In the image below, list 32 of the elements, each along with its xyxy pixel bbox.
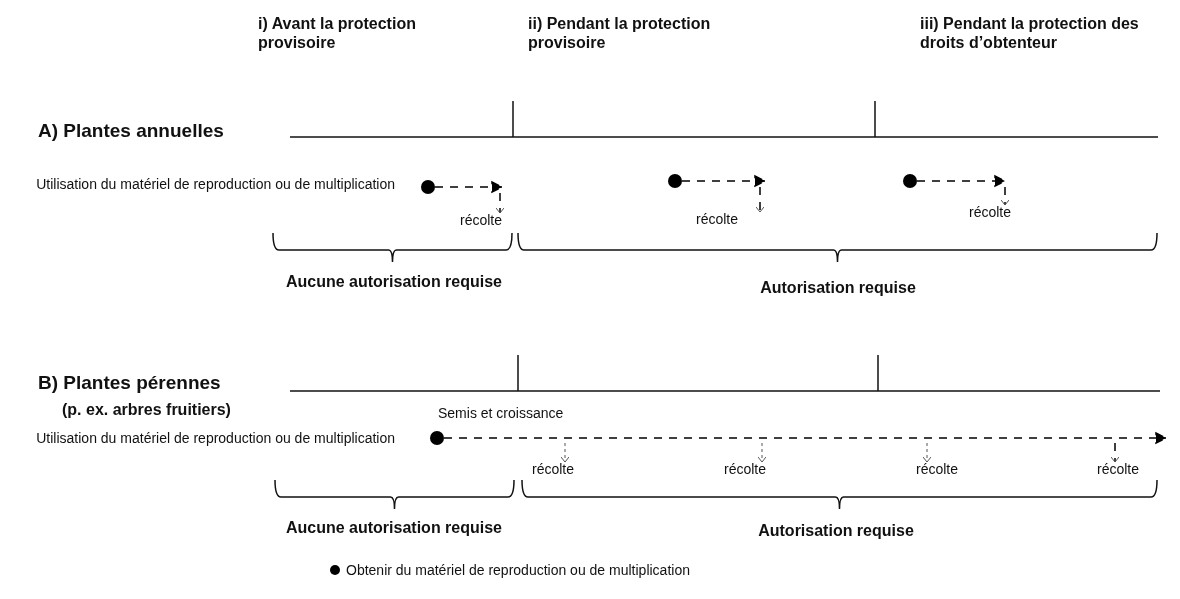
phase-heading: i) Avant la protection provisoire [258,15,416,52]
phase-heading: iii) Pendant la protection des droits d’obtenteur [920,15,1139,52]
pointer-arrow [560,442,570,463]
pointer-arrow [922,442,932,463]
edge-label: Semis et croissance [436,405,566,421]
bracket-label: Autorisation requise [758,522,914,539]
section-subheading: (p. ex. arbres fruitiers) [62,401,231,418]
bracket-label: Autorisation requise [760,279,916,296]
pointer-arrow [757,442,767,463]
start-dot [668,174,682,188]
harvest-label: récolte [969,205,1011,221]
harvest-label: récolte [1097,462,1139,478]
dashed-arrow [434,181,505,214]
harvest-label: récolte [724,462,766,478]
row-description: Utilisation du matériel de reproduction ou de multiplication [36,430,395,446]
legend-text: Obtenir du matériel de reproduction ou de multiplication [346,562,690,578]
dashed-arrow [916,175,1010,206]
start-dot [903,174,917,188]
harvest-label: récolte [460,213,502,229]
bracket-label: Aucune autorisation requise [285,273,502,290]
section-heading: A) Plantes annuelles [38,120,224,141]
harvest-label: récolte [916,462,958,478]
start-dot [430,431,444,445]
phase-heading: ii) Pendant la protection provisoire [528,15,711,52]
dashed-arrow [443,432,1168,463]
harvest-label: récolte [532,462,574,478]
dashed-arrow [681,175,767,213]
harvest-label: récolte [696,212,738,228]
row-description: Utilisation du matériel de reproduction ou de multiplication [36,176,395,192]
section-heading: B) Plantes pérennes [38,372,221,393]
start-dot [421,180,435,194]
bracket-label: Aucune autorisation requise [285,519,502,536]
